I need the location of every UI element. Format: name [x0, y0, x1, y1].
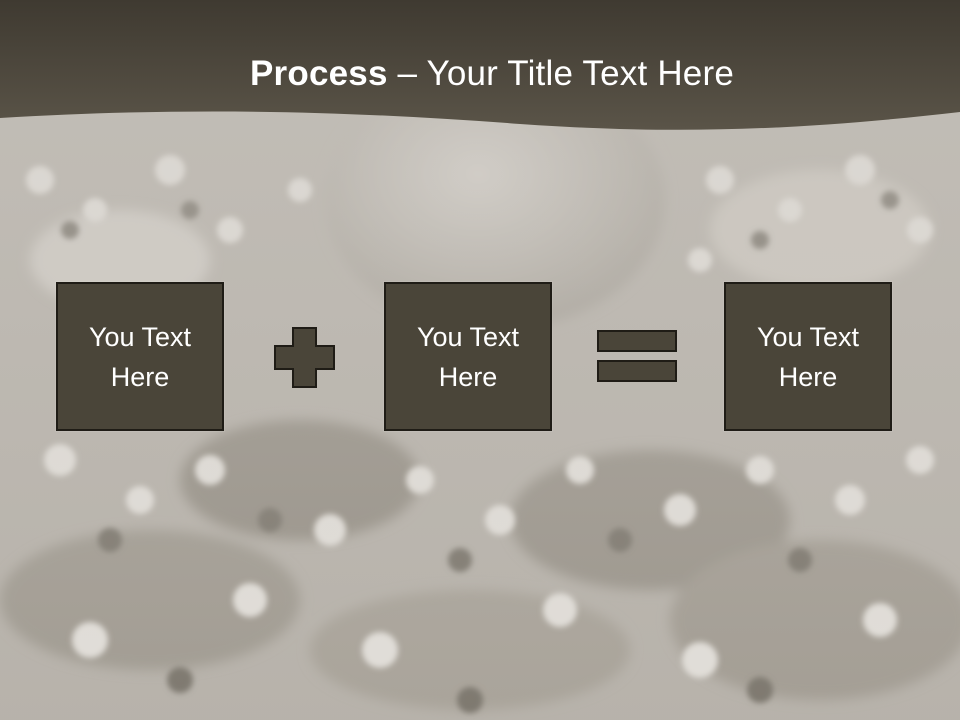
slide-title-bold: Process [250, 54, 388, 93]
plus-icon [274, 327, 335, 388]
process-box-3[interactable]: You Text Here [724, 282, 892, 431]
title-banner [0, 0, 960, 130]
process-box-2[interactable]: You Text Here [384, 282, 552, 431]
slide-title: Process – Your Title Text Here [0, 50, 960, 98]
equals-icon [597, 330, 677, 382]
process-box-1[interactable]: You Text Here [56, 282, 224, 431]
slide-title-rest: – Your Title Text Here [387, 54, 734, 93]
